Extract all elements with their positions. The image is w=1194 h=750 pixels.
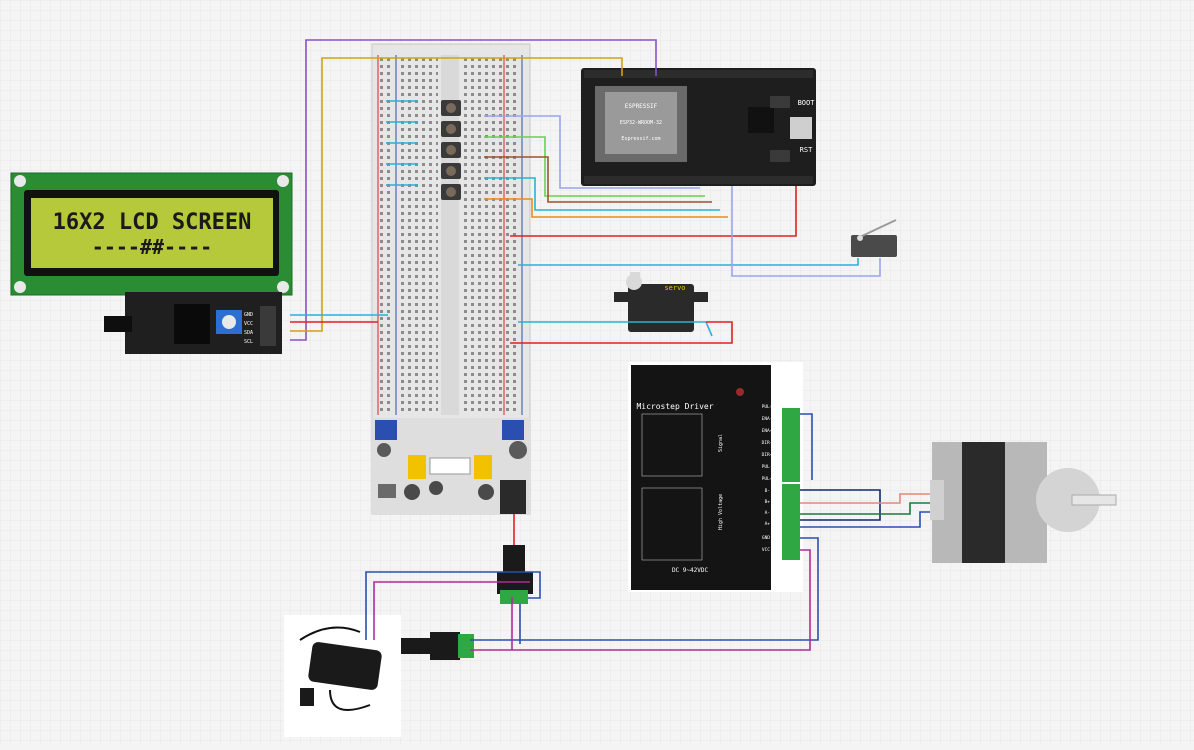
push-button-3[interactable]: [441, 142, 461, 158]
driver-signal-group: Signal: [718, 434, 724, 452]
push-button-4[interactable]: [441, 163, 461, 179]
driver-title: Microstep Driver: [636, 402, 713, 411]
driver-terminal-label: A+: [765, 521, 771, 527]
driver-terminal-label: A-: [765, 510, 770, 516]
servo-motor: servo: [614, 272, 708, 332]
esp32-board: ESPRESSIF ESP32-WROOM-32 Espressif.com B…: [581, 68, 816, 186]
push-button-1[interactable]: [441, 100, 461, 116]
push-button-5[interactable]: [441, 184, 461, 200]
driver-terminal-label: PUL-(PUL): [762, 464, 786, 470]
driver-terminal-label: ENA+(+5V): [762, 428, 786, 434]
dc-jack-upper: [497, 545, 533, 604]
i2c-pin-gnd: GND: [244, 312, 253, 318]
boot-button[interactable]: [770, 96, 790, 108]
driver-terminal-label: B-: [765, 488, 770, 494]
power-adapter: [284, 615, 401, 737]
breadboard-power-module: [372, 418, 530, 514]
driver-terminal-label: PUL(SUAN): [762, 404, 786, 410]
lcd-display: 16X2 LCD SCREEN ----##----: [10, 172, 293, 296]
push-buttons: [386, 100, 461, 200]
esp32-module-brand: ESPRESSIF: [625, 103, 658, 110]
wires: [290, 39, 930, 651]
esp32-module-model: ESP32-WROOM-32: [620, 120, 662, 126]
driver-terminal-label: PUL+(+5V): [762, 476, 786, 482]
i2c-backpack: GND VCC SDA SCL: [104, 292, 282, 354]
esp32-module-site: Espressif.com: [621, 136, 660, 142]
driver-power-group: High Voltage: [718, 494, 724, 530]
servo-label: servo: [664, 284, 685, 292]
i2c-pin-sda: SDA: [244, 330, 253, 336]
boot-button-label: BOOT: [798, 99, 816, 107]
microstep-driver: Microstep Driver Signal High Voltage DC …: [628, 362, 803, 592]
i2c-pin-vcc: VCC: [244, 321, 253, 327]
rst-button[interactable]: [770, 150, 790, 162]
push-button-2[interactable]: [441, 121, 461, 137]
driver-terminal-label: DIR-(DIR): [762, 440, 786, 446]
driver-terminal-label: ENA-(ENA): [762, 416, 786, 422]
limit-switch[interactable]: [851, 219, 897, 257]
driver-terminal-label: VCC: [762, 547, 770, 553]
driver-bottom-label: DC 9~42VDC: [672, 567, 709, 574]
driver-terminal-label: B+: [765, 499, 771, 505]
stepper-motor: [930, 442, 1117, 563]
lcd-line-2: ----##----: [92, 235, 212, 259]
driver-terminal-label: GND: [762, 535, 770, 541]
lcd-line-1: 16X2 LCD SCREEN: [53, 210, 252, 235]
rst-button-label: RST: [800, 146, 813, 154]
i2c-pin-scl: SCL: [244, 339, 253, 345]
driver-terminal-label: DIR+(+5V): [762, 452, 786, 458]
